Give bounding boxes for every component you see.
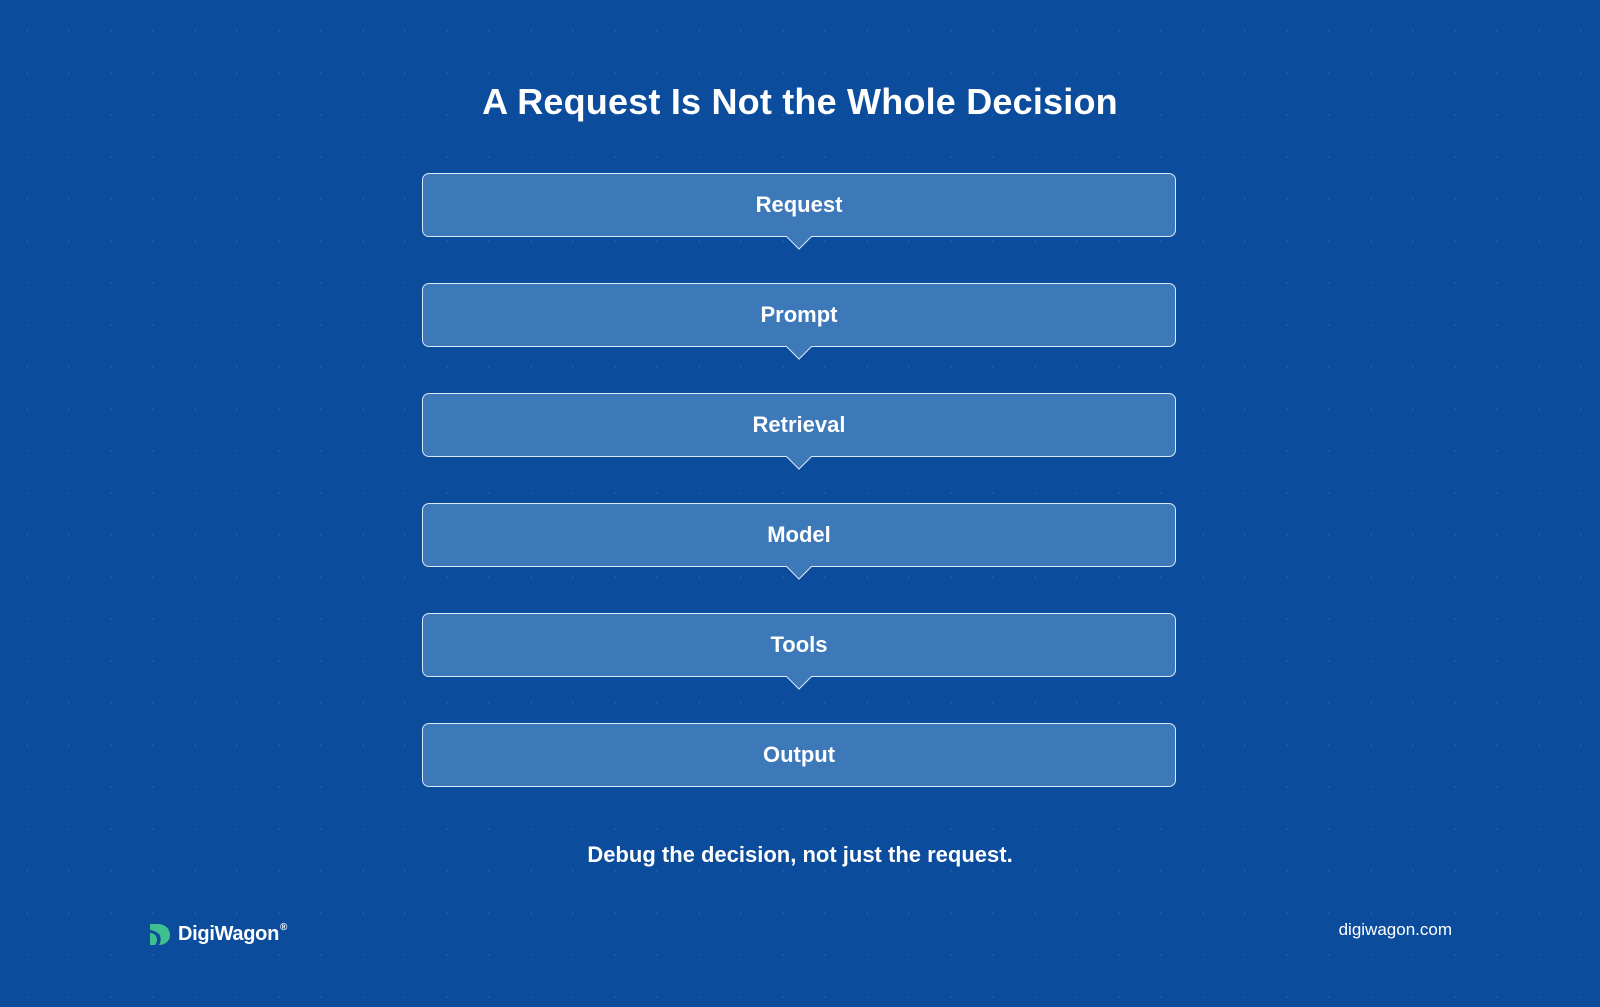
website-link[interactable]: digiwagon.com xyxy=(1338,920,1452,939)
step-request: Request xyxy=(422,173,1176,250)
diagram-caption: Debug the decision, not just the request… xyxy=(587,842,1013,867)
step-output: Output xyxy=(422,723,1176,787)
step-tools: Tools xyxy=(422,613,1176,690)
arrow-down-icon xyxy=(786,554,812,580)
step-label: Output xyxy=(762,742,836,767)
step-retrieval: Retrieval xyxy=(422,393,1176,470)
arrow-down-icon xyxy=(786,664,812,690)
arrow-down-icon xyxy=(786,444,812,470)
arrow-down-icon xyxy=(786,334,812,360)
step-label: Tools xyxy=(770,632,828,657)
step-prompt: Prompt xyxy=(422,283,1176,360)
diagram-title: A Request Is Not the Whole Decision xyxy=(482,81,1118,122)
digiwagon-logo-icon xyxy=(150,924,170,945)
step-label: Model xyxy=(767,522,831,547)
registered-mark: ® xyxy=(279,921,288,933)
arrow-down-icon xyxy=(786,224,812,250)
step-label: Prompt xyxy=(760,302,838,327)
step-model: Model xyxy=(422,503,1176,580)
step-label: Request xyxy=(755,192,843,217)
step-label: Retrieval xyxy=(752,412,846,437)
brand-name: DigiWagon xyxy=(178,922,279,945)
brand-logo: DigiWagon ® xyxy=(148,920,287,948)
